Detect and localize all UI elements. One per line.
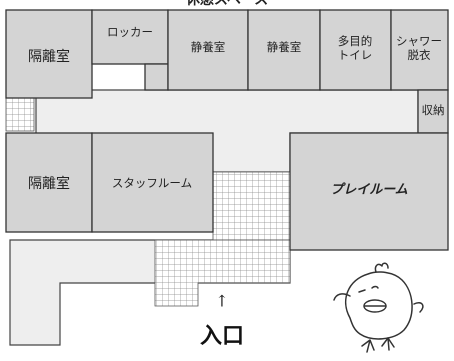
locker-annex: [144, 63, 169, 91]
label-staff: スタッフルーム: [112, 176, 192, 190]
entrance-arrow: ↑: [215, 292, 228, 311]
label-shower-1: シャワー: [396, 34, 442, 48]
room-locker: [91, 9, 169, 65]
entrance-label: 入口: [200, 324, 244, 349]
chick-mascot-icon: [333, 262, 424, 353]
room-play: [289, 132, 449, 251]
label-shower-2: 脱衣: [408, 48, 431, 62]
label-rest-2: 静養室: [267, 40, 302, 54]
room-staff: [91, 132, 214, 233]
label-locker: ロッカー: [107, 25, 153, 39]
room-toilet: [319, 9, 392, 91]
label-storage: 収納: [422, 103, 445, 117]
top-label: 休憩スペース: [185, 0, 268, 8]
label-toilet-2: トイレ: [338, 48, 373, 62]
label-isolation-1: 隔離室: [28, 48, 70, 65]
label-play: プレイルーム: [330, 182, 408, 198]
room-shower: [390, 9, 449, 91]
label-rest-1: 静養室: [191, 40, 226, 54]
room-isolation-1: [5, 9, 93, 99]
room-rest-1: [167, 9, 249, 91]
label-isolation-2: 隔離室: [28, 175, 70, 192]
label-toilet-1: 多目的: [338, 34, 373, 48]
room-isolation-2: [5, 132, 93, 233]
tiled-floor-left: [5, 97, 35, 132]
tiled-floor-center: [212, 171, 291, 241]
